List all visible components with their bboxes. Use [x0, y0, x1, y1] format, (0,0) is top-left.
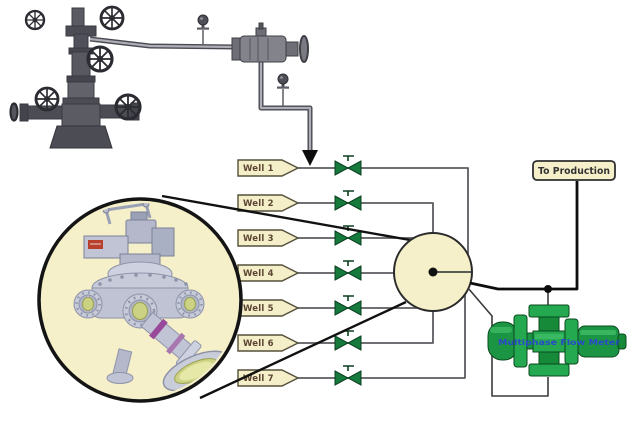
well-tags: Well 1 Well 2 Well 3 Well 4 Well 5 Well … — [237, 159, 300, 387]
handwheel-icon — [114, 93, 142, 121]
well-tag-7: Well 7 — [237, 369, 300, 387]
flow-arrow-icon — [302, 150, 318, 166]
selector-hub — [428, 267, 438, 277]
callout-line-lower — [199, 300, 407, 400]
purple-band — [149, 318, 168, 340]
pressure-transmitter-icon — [196, 14, 210, 31]
to-production-tag: To Production — [532, 160, 616, 181]
valve-well-5-icon — [334, 295, 362, 316]
well-tag-6: Well 6 — [237, 334, 300, 352]
handwheel-icon — [34, 86, 60, 112]
well-tag-5: Well 5 — [237, 299, 300, 317]
well-tag-3-label: Well 3 — [243, 234, 274, 244]
handwheel-side-icon — [9, 102, 19, 122]
well-tag-7-label: Well 7 — [243, 374, 274, 384]
multiphase-flow-meter: Multiphase Flow Meter — [487, 304, 627, 377]
selector-valve-illustration — [73, 203, 230, 392]
handwheel-icon — [24, 9, 46, 31]
well-6-line — [298, 311, 434, 344]
well-tag-1-label: Well 1 — [243, 164, 274, 174]
wellhead-photo — [9, 5, 318, 166]
inset-detail-circle — [37, 197, 243, 403]
callout-lines — [161, 194, 411, 400]
well-valves — [334, 155, 362, 386]
well-tag-4: Well 4 — [237, 264, 300, 282]
meter-loop-line — [467, 287, 549, 397]
valve-well-7-icon — [334, 365, 362, 386]
production-line — [469, 181, 579, 291]
well-tag-1: Well 1 — [237, 159, 300, 177]
well-tag-4-label: Well 4 — [243, 269, 274, 279]
flow-meter-label: Multiphase Flow Meter — [498, 337, 621, 347]
valve-well-1-icon — [334, 155, 362, 176]
well-tag-5-label: Well 5 — [243, 304, 274, 314]
manifold-selector — [393, 232, 473, 312]
well-tag-2: Well 2 — [237, 194, 300, 212]
well-2-line — [298, 202, 434, 233]
flowline-pipe — [89, 36, 313, 151]
well-tag-6-label: Well 6 — [243, 339, 274, 349]
well-tag-2-label: Well 2 — [243, 199, 274, 209]
valve-well-2-icon — [334, 190, 362, 211]
callout-line-upper — [161, 194, 411, 242]
valve-well-4-icon — [334, 260, 362, 281]
choke-valve — [231, 22, 309, 63]
handwheel-icon — [99, 5, 125, 31]
pressure-transmitter-icon — [276, 73, 290, 90]
junction-dot — [544, 285, 552, 293]
well-tag-3: Well 3 — [237, 229, 300, 247]
to-production-label: To Production — [538, 166, 610, 177]
handwheel-icon — [86, 45, 114, 73]
